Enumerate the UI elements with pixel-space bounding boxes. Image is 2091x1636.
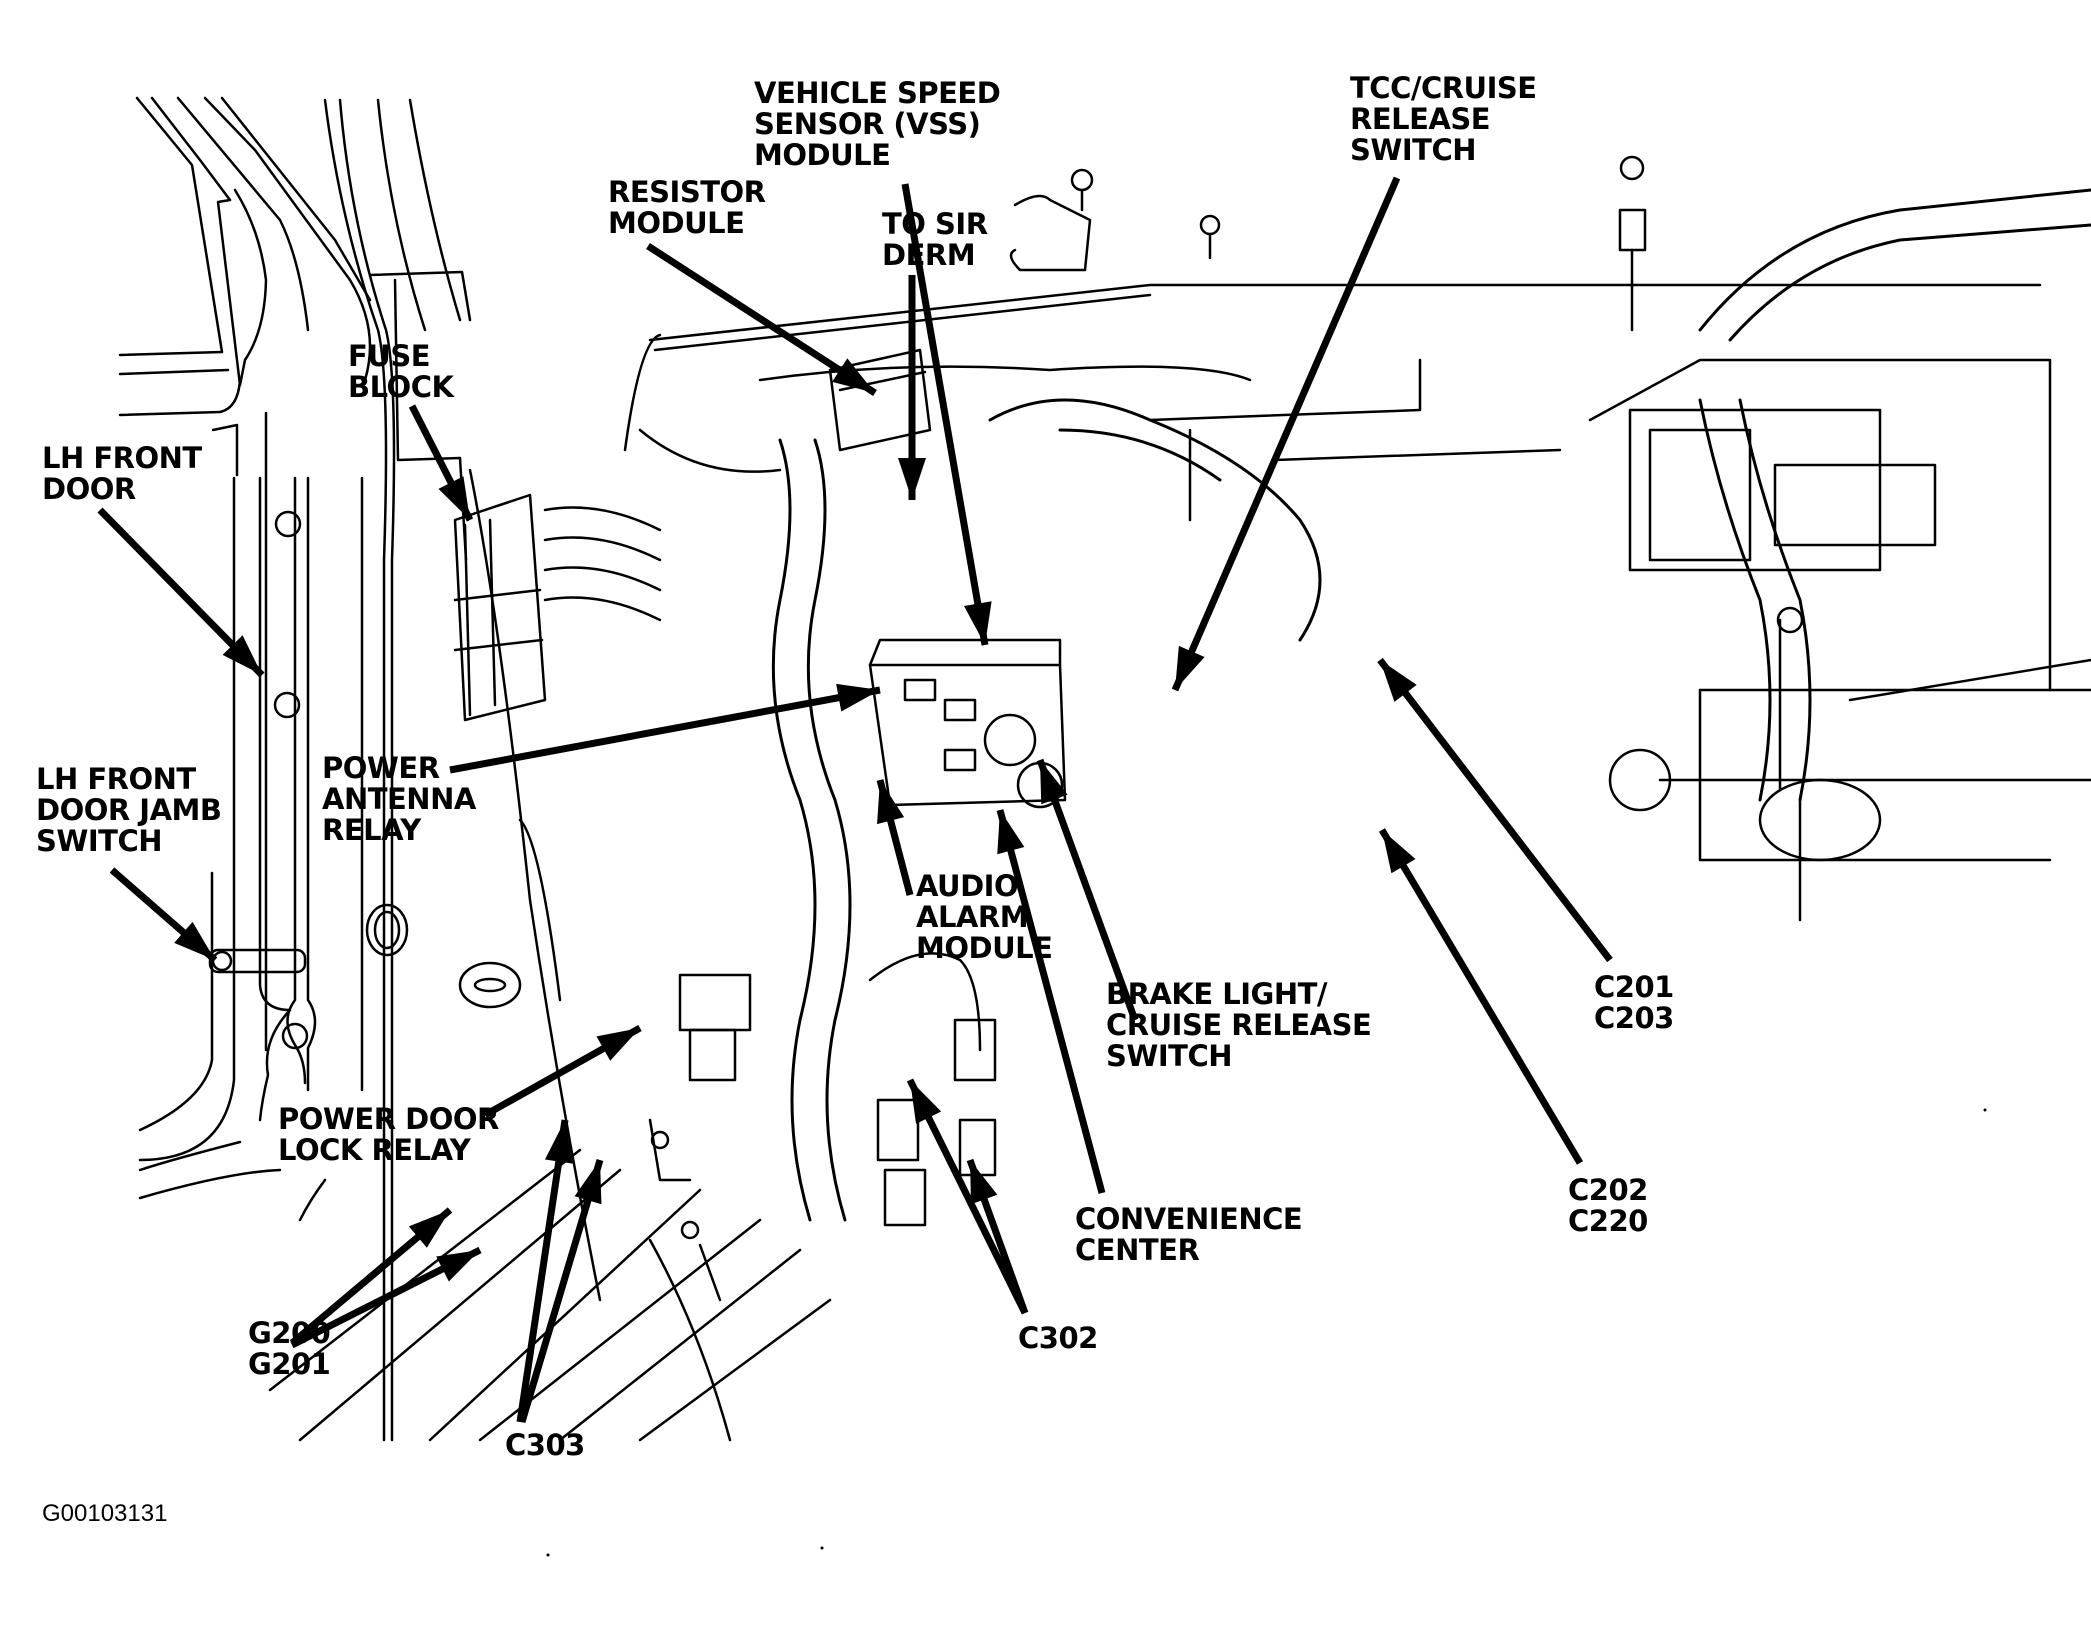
label-convenience-center: CONVENIENCE CENTER xyxy=(1075,1202,1303,1267)
leader-c303-b-arrowhead xyxy=(574,1160,602,1205)
leader-c303-b xyxy=(518,1159,604,1423)
leader-vss-module xyxy=(901,183,989,646)
leader-c202-c220-arrowhead xyxy=(1382,830,1416,874)
leader-c201-c203 xyxy=(1377,657,1613,963)
label-c303: C303 xyxy=(505,1428,585,1462)
hvac-module xyxy=(1588,358,2091,922)
leader-power-antenna-relay-arrowhead xyxy=(836,683,880,712)
speckles xyxy=(546,1108,1987,1557)
leader-g200-a-arrowhead xyxy=(408,1210,450,1248)
leader-vss-module-arrowhead xyxy=(964,601,992,645)
leader-power-door-lock-relay-arrowhead xyxy=(596,1028,640,1061)
label-c302: C302 xyxy=(1018,1321,1098,1355)
leader-c303-a xyxy=(516,1119,569,1423)
leader-resistor-module-arrowhead xyxy=(832,358,875,393)
label-vss-module: VEHICLE SPEED SENSOR (VSS) MODULE xyxy=(754,76,1001,172)
label-c202-c220: C202 C220 xyxy=(1568,1173,1648,1238)
leader-c303-a-arrowhead xyxy=(544,1120,573,1164)
leader-c202-c220 xyxy=(1378,828,1584,1165)
loose-hardware xyxy=(1009,155,1647,332)
leader-convenience-center-arrowhead xyxy=(997,810,1025,855)
label-lh-front-door: LH FRONT DOOR xyxy=(42,441,202,506)
door-frame xyxy=(118,96,372,1222)
label-power-door-lock-relay: POWER DOOR LOCK RELAY xyxy=(278,1102,499,1167)
label-resistor-module: RESISTOR MODULE xyxy=(608,175,766,240)
leader-door-jamb-switch-arrowhead xyxy=(174,921,215,960)
leader-fuse-block-arrowhead xyxy=(438,476,470,520)
label-c201-c203: C201 C203 xyxy=(1594,970,1674,1035)
label-power-antenna-relay: POWER ANTENNA RELAY xyxy=(322,751,476,847)
leader-lh-front-door-arrowhead xyxy=(222,635,262,675)
fuse-block-art xyxy=(453,493,662,722)
leader-tcc-cruise-release-switch xyxy=(1171,176,1401,692)
label-fuse-block: FUSE BLOCK xyxy=(348,339,454,404)
leader-c302-a xyxy=(906,1078,1029,1315)
label-lh-front-door-jamb-switch: LH FRONT DOOR JAMB SWITCH xyxy=(36,762,222,858)
leader-c302-b-arrowhead xyxy=(970,1160,998,1205)
label-tcc-cruise-release-switch: TCC/CRUISE RELEASE SWITCH xyxy=(1350,71,1537,167)
callout-leaders xyxy=(97,176,1613,1423)
leader-resistor-module xyxy=(646,243,877,396)
leader-tcc-cruise-release-switch-arrowhead xyxy=(1175,645,1205,690)
label-to-sir-derm: TO SIR DERM xyxy=(882,207,988,272)
door-jamb-switch-art xyxy=(208,903,522,1009)
leader-c201-c203-arrowhead xyxy=(1380,660,1417,702)
label-audio-alarm-module: AUDIO ALARM MODULE xyxy=(916,869,1053,965)
lower-connectors xyxy=(648,952,997,1302)
wiring-harness xyxy=(771,188,2091,1222)
leader-brake-light-switch-arrowhead xyxy=(1040,760,1068,805)
leader-to-sir-derm-arrowhead xyxy=(898,458,926,500)
convenience-center-art xyxy=(868,638,1067,809)
leader-g200-b-arrowhead xyxy=(436,1250,480,1282)
figure-id: G00103131 xyxy=(42,1500,168,1527)
label-g200-g201: G200 G201 xyxy=(248,1316,331,1381)
leader-c302-a-arrowhead xyxy=(910,1080,942,1124)
leader-audio-alarm-module-arrowhead xyxy=(877,780,905,825)
leader-convenience-center xyxy=(996,809,1106,1194)
kick-panel xyxy=(268,98,832,1442)
leader-brake-light-switch xyxy=(1036,758,1139,1022)
label-brake-light-cruise-release-switch: BRAKE LIGHT/ CRUISE RELEASE SWITCH xyxy=(1106,977,1372,1073)
leader-power-antenna-relay xyxy=(449,686,881,774)
